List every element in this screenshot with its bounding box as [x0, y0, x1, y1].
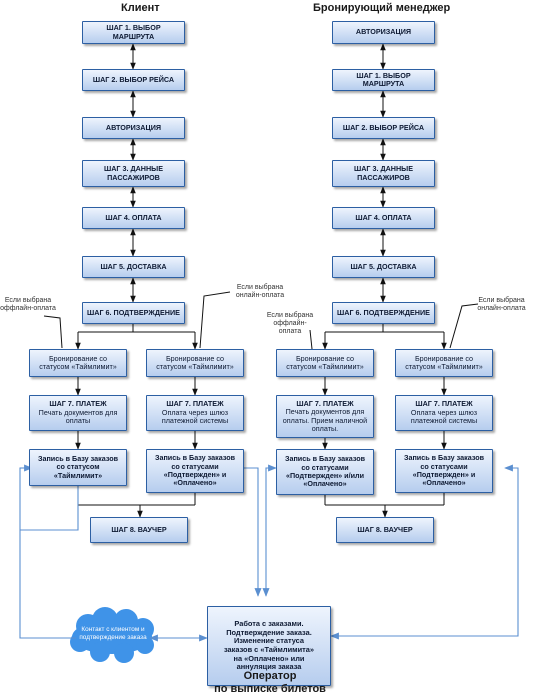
left-step8-voucher: ШАГ 8. ВАУЧЕР: [90, 517, 188, 543]
left-step7-online-title: ШАГ 7. ПЛАТЕЖ: [166, 399, 224, 409]
right-step5-delivery: ШАГ 5. ДОСТАВКА: [332, 256, 435, 278]
left-booking-timelimit-online: Бронирование со статусом «Таймлимит»: [146, 349, 244, 377]
left-step7-online-text: Оплата через шлюз платежной системы: [161, 407, 229, 426]
right-booking-timelimit-online: Бронирование со статусом «Таймлимит»: [395, 349, 493, 377]
cloud-shape: [70, 607, 154, 663]
left-flow-connectors: [43, 43, 231, 518]
left-step2-flight: ШАГ 2. ВЫБОР РЕЙСА: [82, 69, 185, 91]
right-step8-voucher: ШАГ 8. ВАУЧЕР: [336, 517, 434, 543]
right-step7-online-title: ШАГ 7. ПЛАТЕЖ: [415, 399, 473, 409]
cloud-contact-client: Контакт с клиентом и подтверждение заказ…: [79, 626, 147, 641]
left-note-online: Если выбрана онлайн-оплата: [235, 284, 285, 300]
operator-order-processing: Работа с заказами. Подтверждение заказа.…: [207, 606, 331, 686]
left-record-timelimit: Запись в Базу заказов со статусом «Таймл…: [29, 449, 127, 486]
left-step1-route: ШАГ 1. ВЫБОР МАРШРУТА: [82, 21, 185, 44]
right-note-online: Если выбрана онлайн-оплата: [477, 297, 526, 313]
left-step7-offline-text: Печать документов для оплаты: [38, 407, 118, 426]
right-record-confirmed-or-paid: Запись в Базу заказов со статусами «Подт…: [276, 449, 374, 495]
right-note-offline: Если выбрана оффлайн- оплата: [266, 312, 314, 336]
right-booking-timelimit-offline: Бронирование со статусом «Таймлимит»: [276, 349, 374, 377]
left-step5-delivery: ШАГ 5. ДОСТАВКА: [82, 256, 185, 278]
left-step7-payment-offline: ШАГ 7. ПЛАТЕЖ Печать документов для опла…: [29, 395, 127, 431]
right-step4-payment: ШАГ 4. ОПЛАТА: [332, 207, 435, 229]
left-step6-confirmation: ШАГ 6. ПОДТВЕРЖДЕНИЕ: [82, 302, 185, 324]
right-step3-passengers: ШАГ 3. ДАННЫЕ ПАССАЖИРОВ: [332, 160, 435, 187]
right-step7-offline-text: Печать документов для оплаты. Прием нали…: [282, 407, 368, 433]
right-step2-flight: ШАГ 2. ВЫБОР РЕЙСА: [332, 117, 435, 139]
column-title-booking-manager: Бронирующий менеджер: [313, 2, 451, 14]
left-step3-passengers: ШАГ 3. ДАННЫЕ ПАССАЖИРОВ: [82, 160, 185, 187]
right-step7-online-text: Оплата через шлюз платежной системы: [410, 407, 478, 426]
right-step7-payment-offline: ШАГ 7. ПЛАТЕЖ Печать документов для опла…: [276, 395, 374, 438]
left-note-offline: Если выбрана оффлайн-оплата: [0, 297, 56, 313]
left-authorization: АВТОРИЗАЦИЯ: [82, 117, 185, 139]
left-record-confirmed-paid: Запись в Базу заказов со статусами «Подт…: [146, 449, 244, 493]
right-step1-route: ШАГ 1. ВЫБОР МАРШРУТА: [332, 69, 435, 91]
left-step4-payment: ШАГ 4. ОПЛАТА: [82, 207, 185, 229]
right-authorization: АВТОРИЗАЦИЯ: [332, 21, 435, 44]
right-step6-confirmation: ШАГ 6. ПОДТВЕРЖДЕНИЕ: [332, 302, 435, 324]
left-step7-payment-online: ШАГ 7. ПЛАТЕЖ Оплата через шлюз платежно…: [146, 395, 244, 431]
right-flow-connectors: [309, 43, 479, 518]
right-step7-payment-online: ШАГ 7. ПЛАТЕЖ Оплата через шлюз платежно…: [395, 395, 493, 431]
left-booking-timelimit-offline: Бронирование со статусом «Таймлимит»: [29, 349, 127, 377]
operator-connectors: [19, 455, 519, 642]
operator-title: Оператор по выписке билетов: [214, 670, 326, 696]
left-step7-offline-title: ШАГ 7. ПЛАТЕЖ: [49, 399, 107, 409]
column-title-client: Клиент: [121, 2, 160, 14]
right-record-confirmed-paid: Запись в Базу заказов со статусами «Подт…: [395, 449, 493, 493]
right-step7-offline-title: ШАГ 7. ПЛАТЕЖ: [296, 398, 354, 408]
